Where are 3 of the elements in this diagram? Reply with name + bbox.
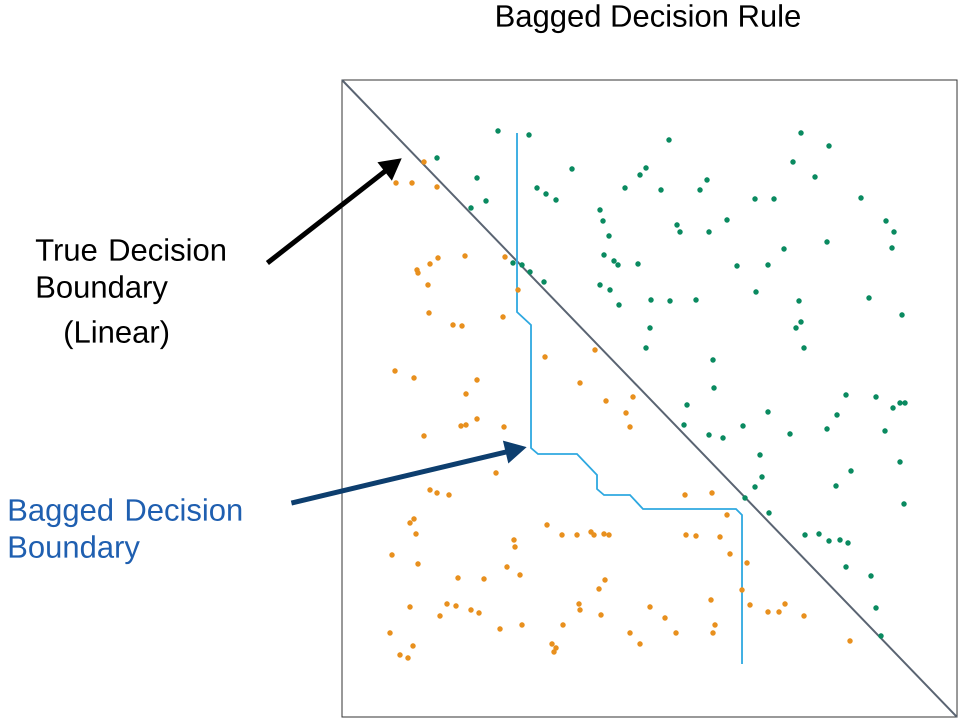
chart-title: Bagged Decision Rule <box>497 4 800 34</box>
annotation-text: Bagged Decision Boundary <box>10 498 242 564</box>
annotation-text: True Decision Boundary (Linear) <box>36 238 225 350</box>
